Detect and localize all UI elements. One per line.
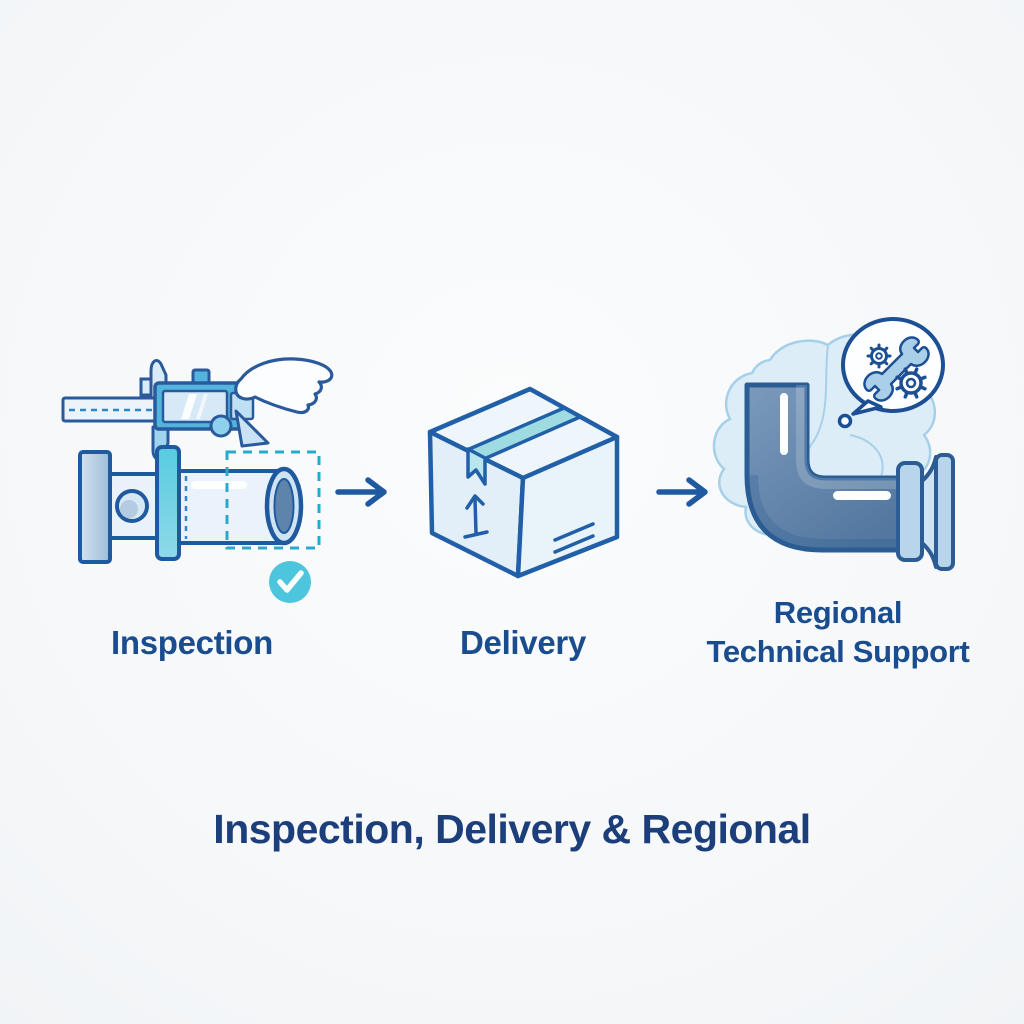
pipe-flange bbox=[896, 453, 955, 571]
shipping-box-icon bbox=[427, 386, 620, 579]
caliper-depth-blade bbox=[234, 409, 270, 448]
pipe-elbow bbox=[744, 382, 908, 553]
support-speech-bubble bbox=[837, 317, 945, 429]
dashed-measure-box bbox=[225, 450, 321, 550]
check-badge-icon bbox=[269, 561, 311, 603]
caliper-thumb-wheel bbox=[209, 414, 233, 438]
caliper-display bbox=[161, 389, 229, 424]
gear-icon-large bbox=[895, 367, 927, 399]
pipe-highlight bbox=[780, 393, 788, 455]
hand bbox=[234, 357, 334, 415]
box-right-face bbox=[515, 434, 620, 579]
pipe-elbow-region-map-support-icon bbox=[712, 317, 955, 571]
label-lines bbox=[553, 522, 595, 554]
gear-icon-small bbox=[866, 343, 892, 369]
tape-flap bbox=[466, 447, 487, 486]
label-line-2: Technical Support bbox=[706, 634, 970, 669]
arrow-right-icon bbox=[335, 477, 387, 507]
pipe-highlight bbox=[833, 491, 891, 500]
label-line-1: Regional bbox=[773, 595, 903, 630]
caliper-measuring-pipe-fitting-icon bbox=[61, 357, 334, 603]
step-label-inspection: Inspection bbox=[110, 624, 274, 661]
caliper-ruler bbox=[61, 396, 165, 423]
pipe-fitting bbox=[78, 445, 304, 564]
step-label-delivery: Delivery bbox=[459, 624, 587, 661]
this-side-up-marking bbox=[463, 494, 489, 539]
page-title: Inspection, Delivery & Regional bbox=[213, 806, 811, 852]
arrow-right-icon bbox=[656, 477, 708, 507]
step-label-regional-technical-support: Regional Technical Support bbox=[683, 593, 993, 671]
wrench-icon bbox=[863, 336, 930, 402]
